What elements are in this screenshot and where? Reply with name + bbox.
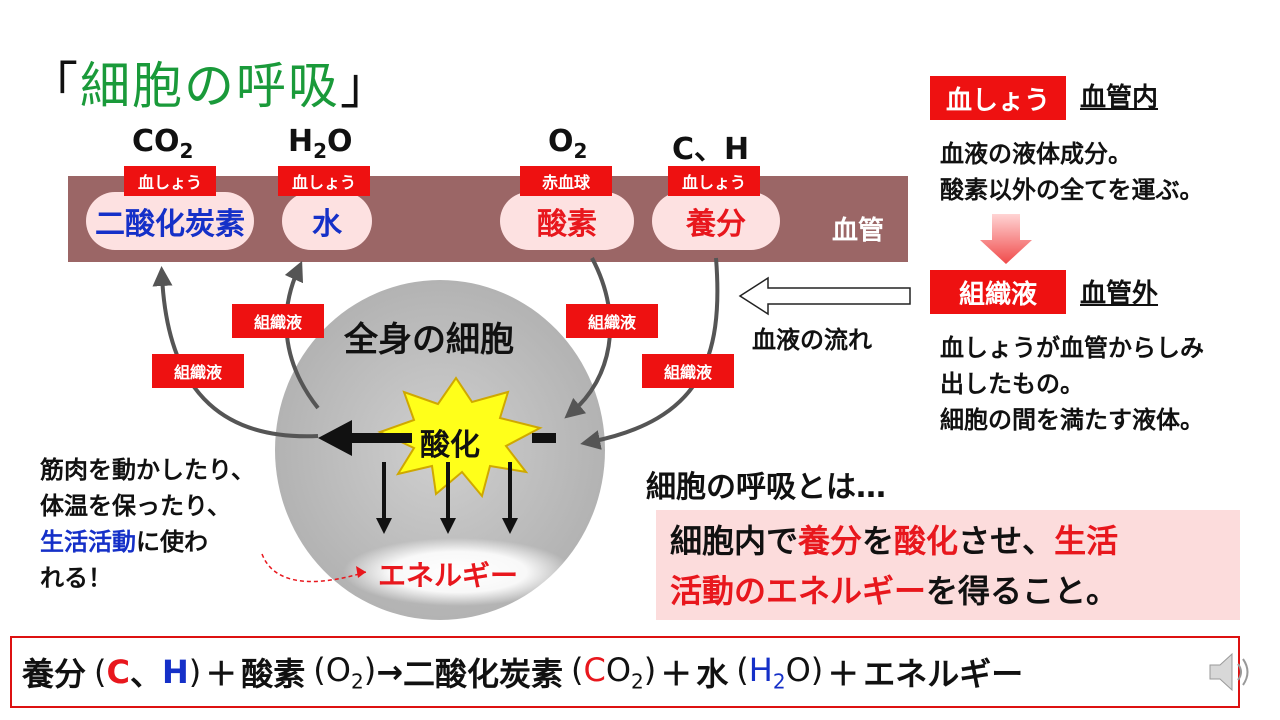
tag-plasma-co2: 血しょう bbox=[124, 166, 216, 196]
cell-label: 全身の細胞 bbox=[344, 320, 514, 360]
plasma-description: 血液の液体成分。 酸素以外の全てを運ぶ。 bbox=[940, 140, 1204, 204]
energy-label: エネルギー bbox=[378, 559, 519, 592]
respiration-heading: 細胞の呼吸とは… bbox=[646, 470, 886, 505]
tissue-description: 血しょうが血管からしみ 出したもの。 細胞の間を満たす液体。 bbox=[940, 334, 1204, 434]
tag-tissue-fluid-1: 組織液 bbox=[232, 304, 324, 338]
blood-flow-label: 血液の流れ bbox=[752, 326, 872, 354]
tag-tissue-fluid-4: 組織液 bbox=[642, 354, 734, 388]
energy-use-note: 筋肉を動かしたり、 体温を保ったり、 生活活動に使わ れる！ bbox=[40, 456, 256, 592]
tag-plasma-nutrient: 血しょう bbox=[668, 166, 760, 196]
blood-flow-arrow bbox=[738, 276, 911, 316]
energy-glow bbox=[343, 538, 573, 606]
formula-co2: CO2 bbox=[132, 124, 194, 163]
oxidation-burst bbox=[377, 376, 543, 499]
respiration-equation: 養分 (C、H) ＋ 酸素 (O2) → 二酸化炭素 (CO2) ＋ 水 (H2… bbox=[10, 636, 1240, 708]
formula-ch: C、H bbox=[672, 132, 750, 167]
formula-h2o: H2O bbox=[288, 124, 353, 163]
pill-oxygen: 酸素 bbox=[500, 192, 634, 250]
tag-plasma-water: 血しょう bbox=[278, 166, 370, 196]
plasma-to-tissue-arrow bbox=[980, 214, 1032, 264]
vessel-label: 血管 bbox=[832, 216, 885, 246]
formula-o2: O2 bbox=[548, 124, 588, 163]
speaker-icon[interactable] bbox=[1206, 650, 1258, 694]
flow-cell-to-water bbox=[284, 260, 320, 410]
respiration-definition: 細胞内で養分を酸化させ、生活 活動のエネルギーを得ること。 bbox=[656, 510, 1240, 620]
note-to-energy-dashed bbox=[261, 553, 367, 583]
tissue-heading-tag: 組織液 bbox=[930, 270, 1066, 314]
flow-cell-to-co2 bbox=[152, 266, 319, 439]
pill-water: 水 bbox=[282, 192, 372, 250]
tag-tissue-fluid-2: 組織液 bbox=[152, 354, 244, 388]
black-arrow-left-head bbox=[318, 420, 352, 456]
oxidation-label: 酸化 bbox=[420, 428, 480, 463]
plasma-location: 血管内 bbox=[1080, 83, 1159, 113]
tag-red-blood-cell: 赤血球 bbox=[520, 166, 612, 196]
tissue-location: 血管外 bbox=[1080, 279, 1159, 309]
page-title: 「細胞の呼吸」 bbox=[28, 57, 392, 115]
pill-nutrient: 養分 bbox=[652, 192, 780, 250]
tag-tissue-fluid-3: 組織液 bbox=[566, 304, 658, 338]
plasma-heading-tag: 血しょう bbox=[930, 76, 1066, 120]
pill-carbon-dioxide: 二酸化炭素 bbox=[86, 192, 254, 250]
flow-oxygen-to-cell bbox=[564, 257, 613, 419]
